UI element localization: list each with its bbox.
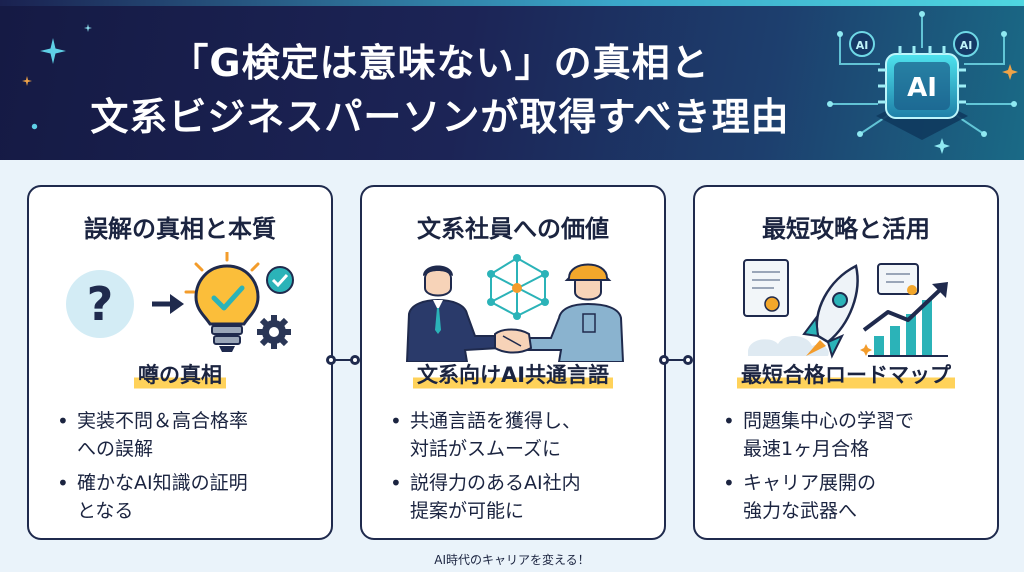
card-misconception: 誤解の真相と本質 ? (27, 185, 333, 540)
svg-text:AI: AI (907, 73, 937, 103)
sparkle-icon (22, 76, 32, 86)
svg-text:?: ? (87, 277, 114, 331)
footer-tagline: AI時代のキャリアを変える！ (434, 553, 590, 567)
sparkle-icon (84, 24, 92, 32)
worker-figure (524, 263, 625, 362)
list-item: 確かなAI知識の証明 となる (55, 469, 325, 525)
certificate-icon (877, 263, 919, 295)
card-humanities-value: 文系社員への価値 (360, 185, 666, 540)
network-icon (487, 254, 549, 320)
sparkle-icon (40, 38, 66, 64)
bullet-list: 実装不問＆高合格率 への誤解 確かなAI知識の証明 となる (55, 407, 325, 531)
card-title: 誤解の真相と本質 (84, 215, 276, 243)
rocket-growth-illustration (743, 259, 948, 359)
card-subhead: 文系向けAI共通言語 (412, 359, 614, 391)
growth-chart-icon (862, 282, 948, 357)
ai-chip-icon: AI AI AI (827, 11, 1018, 154)
misconception-illustration: ? (66, 252, 294, 352)
sparkle-icon (31, 123, 38, 130)
svg-text:AI: AI (960, 39, 973, 52)
handshake-icon (494, 328, 533, 354)
list-item: 共通言語を獲得し、 対話がスムーズに (388, 407, 658, 463)
page-title-line-1: 「G検定は意味ない」の真相と (170, 41, 710, 85)
header-top-stripe (0, 0, 1024, 6)
businessman-figure (405, 265, 500, 362)
list-item: キャリア展開の 強力な武器へ (721, 469, 991, 525)
bullet-list: 問題集中心の学習で 最速1ヶ月合格 キャリア展開の 強力な武器へ (721, 407, 991, 531)
certificate-icon (743, 259, 789, 317)
list-item: 問題集中心の学習で 最速1ヶ月合格 (721, 407, 991, 463)
card-title: 文系社員への価値 (417, 215, 609, 243)
card-connector (326, 355, 360, 365)
arrow-right-icon (152, 294, 184, 314)
card-subhead: 最短合格ロードマップ (737, 359, 955, 391)
bullet-list: 共通言語を獲得し、 対話がスムーズに 説得力のあるAI社内 提案が可能に (388, 407, 658, 531)
check-badge-icon (266, 266, 294, 294)
page-title-line-2: 文系ビジネスパーソンが取得すべき理由 (90, 95, 790, 139)
svg-text:AI: AI (856, 39, 869, 52)
lightbulb-icon (184, 252, 260, 352)
card-subhead: 噂の真相 (134, 359, 226, 391)
list-item: 説得力のあるAI社内 提案が可能に (388, 469, 658, 525)
card-title: 最短攻略と活用 (762, 215, 930, 243)
question-icon: ? (66, 270, 134, 338)
card-connector (659, 355, 693, 365)
card-fastest-strategy: 最短攻略と活用 (693, 185, 999, 540)
gear-icon (257, 315, 291, 349)
rocket-icon (802, 264, 859, 359)
handshake-illustration (405, 254, 625, 362)
list-item: 実装不問＆高合格率 への誤解 (55, 407, 325, 463)
header-banner: 「G検定は意味ない」の真相と 文系ビジネスパーソンが取得すべき理由 (0, 0, 1024, 160)
